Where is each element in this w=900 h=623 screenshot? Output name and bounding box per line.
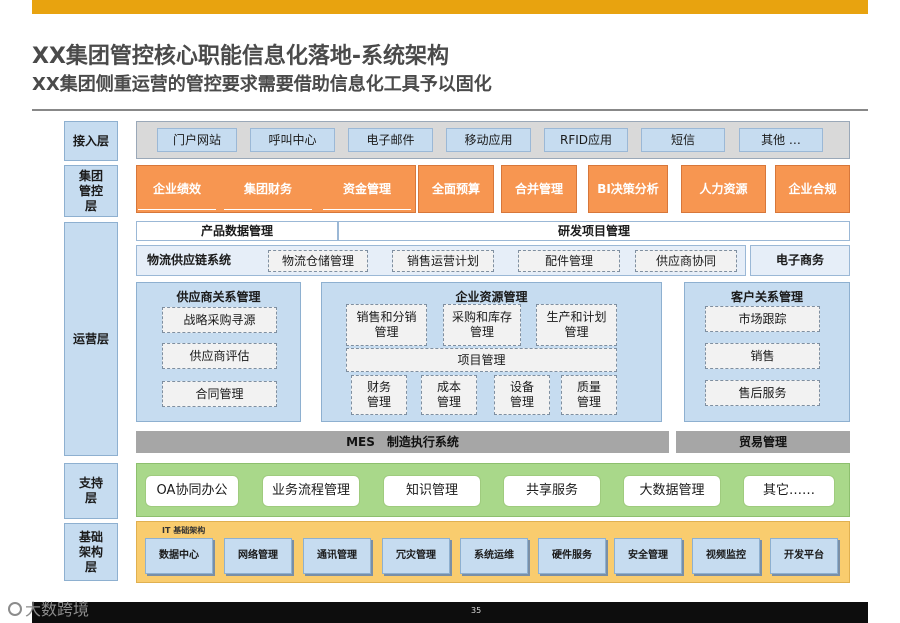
support-item-bpm: 业务流程管理 [262,475,360,507]
watermark-text: 大数跨境 [25,600,90,619]
infra-item-security: 安全管理 [614,538,682,574]
group-item-bi: BI决策分析 [588,165,668,213]
erp-item-procurement-inventory: 采购和库存管理 [443,304,521,346]
group-item-compliance: 企业合规 [775,165,850,213]
group-item-consolidation: 合并管理 [501,165,577,213]
footer-bar [32,602,868,623]
logistics-item-supplier-collab: 供应商协同 [635,250,737,272]
access-item-rfid: RFID应用 [544,128,628,152]
layer-label-operation: 运营层 [64,222,118,456]
group-item-finance: 集团财务 [224,170,312,210]
page-number: 35 [471,606,482,615]
infra-item-communication: 通讯管理 [303,538,371,574]
page-title: XX集团管控核心职能信息化落地-系统架构 [32,44,450,69]
rd-project-management: 研发项目管理 [338,221,850,241]
layer-label-text: 支持层 [78,476,103,505]
access-item-sms: 短信 [641,128,725,152]
layer-label-infrastructure: 基础架构层 [64,523,118,581]
layer-label-text: 集团管控层 [78,168,103,213]
it-infrastructure-label: IT 基础架构 [162,526,206,535]
crm-title: 客户关系管理 [730,290,803,304]
mes-bar: MES 制造执行系统 [136,431,669,453]
support-item-big-data: 大数据管理 [623,475,721,507]
erp-item-quality: 质量管理 [561,375,617,415]
layer-label-group-control: 集团管控层 [64,165,118,217]
infra-item-network: 网络管理 [224,538,292,574]
watermark-logo-icon [8,602,22,616]
support-item-shared-services: 共享服务 [503,475,601,507]
access-item-mobile-app: 移动应用 [446,128,531,152]
infra-item-data-center: 数据中心 [145,538,213,574]
page-subtitle: XX集团侧重运营的管控要求需要借助信息化工具予以固化 [32,74,492,95]
srm-title: 供应商关系管理 [176,290,261,304]
support-layer-band [136,463,850,517]
access-item-other: 其他 … [739,128,823,152]
infra-item-video-surveillance: 视频监控 [692,538,760,574]
support-item-knowledge: 知识管理 [383,475,481,507]
erp-item-production-planning: 生产和计划管理 [536,304,617,346]
erp-item-finance: 财务管理 [351,375,407,415]
infra-item-hardware: 硬件服务 [538,538,606,574]
group-item-hr: 人力资源 [681,165,766,213]
logistics-item-parts: 配件管理 [518,250,620,272]
e-commerce: 电子商务 [750,245,850,276]
crm-item-sales: 销售 [705,343,820,369]
srm-item-contract: 合同管理 [162,381,277,407]
access-item-call-center: 呼叫中心 [250,128,335,152]
layer-label-text: 基础架构层 [78,529,103,574]
trade-management-bar: 贸易管理 [676,431,850,453]
title-divider [32,109,868,111]
access-item-email: 电子邮件 [348,128,433,152]
erp-item-sales-distribution: 销售和分销管理 [346,304,427,346]
group-control-combined-block [136,165,416,213]
srm-item-evaluation: 供应商评估 [162,343,277,369]
watermark: 大数跨境 [8,596,89,620]
crm-item-after-sales: 售后服务 [705,380,820,406]
logistics-item-sales-ops: 销售运营计划 [392,250,494,272]
logistics-item-warehouse: 物流仓储管理 [268,250,368,272]
layer-label-support: 支持层 [64,463,118,519]
infra-item-system-ops: 系统运维 [460,538,528,574]
top-accent-bar [32,0,868,14]
erp-item-cost: 成本管理 [421,375,477,415]
infra-item-dev-platform: 开发平台 [770,538,838,574]
infra-item-disaster-recovery: 冗灾管理 [382,538,450,574]
group-item-budget: 全面预算 [418,165,494,213]
crm-item-market-tracking: 市场跟踪 [705,306,820,332]
erp-title: 企业资源管理 [455,290,528,304]
support-item-others: 其它…… [743,475,835,507]
group-item-fund: 资金管理 [323,170,411,210]
group-item-performance: 企业绩效 [138,170,216,210]
erp-item-project-management: 项目管理 [346,348,617,372]
srm-item-sourcing: 战略采购寻源 [162,307,277,333]
access-item-portal: 门户网站 [157,128,237,152]
support-item-oa: OA协同办公 [145,475,239,507]
erp-item-equipment: 设备管理 [494,375,550,415]
product-data-management: 产品数据管理 [136,221,338,241]
layer-label-access: 接入层 [64,121,118,161]
